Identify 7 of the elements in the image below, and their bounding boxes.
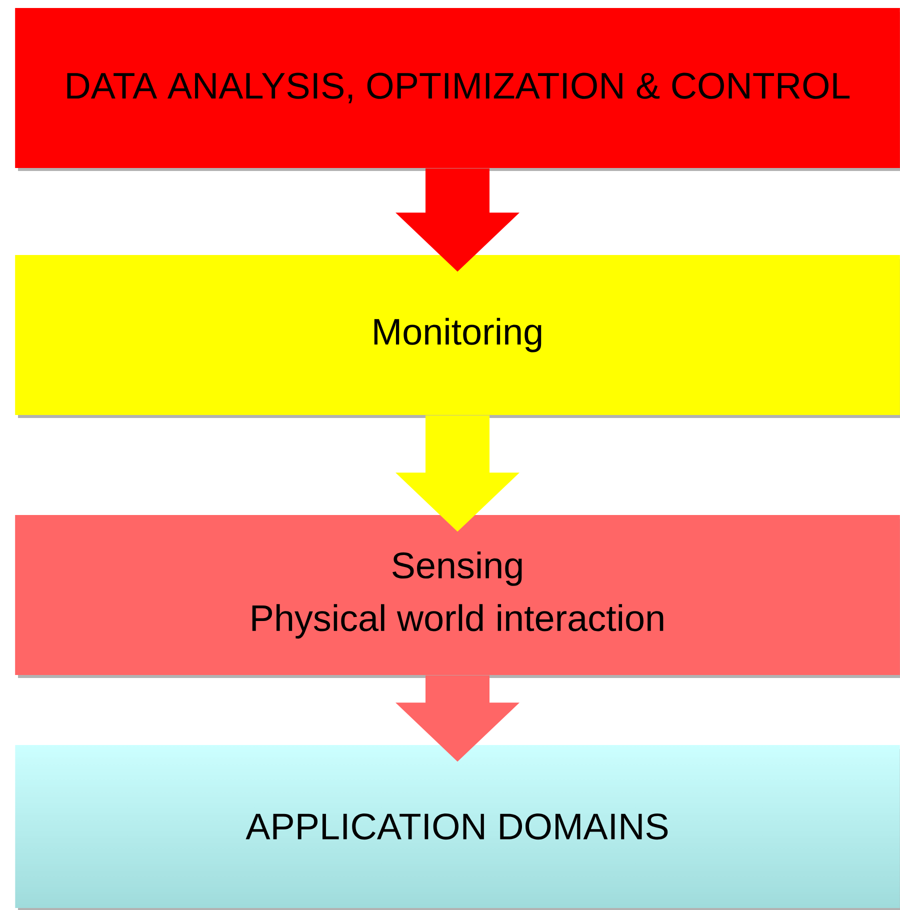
arrow	[396, 168, 520, 272]
arrow	[396, 415, 520, 532]
process-box: Sensing Physical world interaction	[15, 515, 900, 678]
process-box: DATA ANALYSIS, OPTIMIZATION & CONTROL	[15, 8, 900, 171]
process-box: Monitoring	[15, 255, 900, 418]
arrow	[396, 675, 520, 762]
process-box: APPLICATION DOMAINS	[15, 745, 900, 910]
